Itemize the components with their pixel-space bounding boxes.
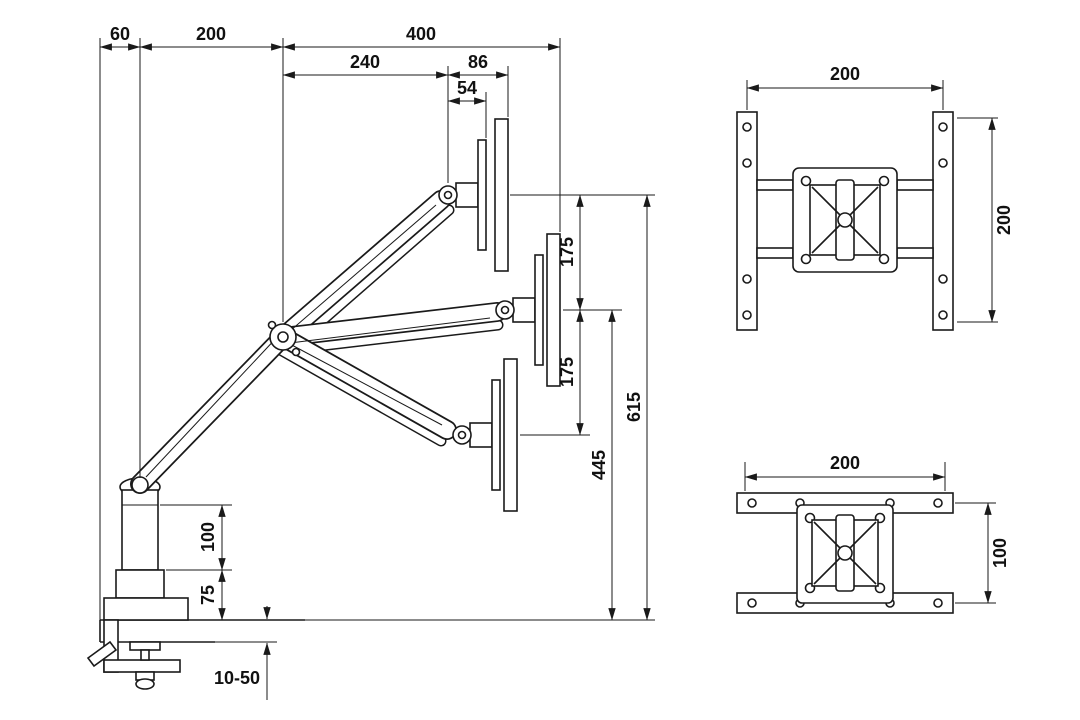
vesa-plate [534, 254, 544, 366]
dimension-175-top: 175 [557, 194, 584, 311]
dim-label-615: 615 [624, 392, 644, 422]
dimension-445: 445 [589, 309, 616, 621]
quick-release-plate [792, 167, 898, 273]
dimension-200: 200 [139, 24, 284, 51]
clamp-lever [86, 640, 118, 668]
dim-label-vesa-top-height: 200 [994, 205, 1014, 235]
dim-label-10-50: 10-50 [214, 668, 260, 688]
vesa-200x100-view: 200 100 [736, 453, 1010, 614]
screen-profile [494, 118, 509, 272]
dim-label-54: 54 [457, 78, 477, 98]
dim-label-400: 400 [406, 24, 436, 44]
dim-label-175-top: 175 [557, 237, 577, 267]
dim-label-75: 75 [198, 585, 218, 605]
dim-label-445: 445 [589, 450, 609, 480]
dimension-100: 100 [198, 504, 226, 571]
dim-label-175-bottom: 175 [557, 357, 577, 387]
screen-profile [546, 233, 561, 387]
monitor-position-top [438, 118, 509, 272]
elbow-joint [267, 320, 301, 357]
vesa-rail-right [932, 111, 954, 331]
desk-surface [99, 619, 305, 643]
desk-clamp [86, 597, 189, 690]
dim-label-240: 240 [350, 52, 380, 72]
vesa-bracket [512, 297, 536, 323]
mount-pole [115, 477, 165, 599]
dimension-615: 615 [624, 194, 651, 621]
vesa-rail-left [736, 111, 758, 331]
quick-release-plate [796, 504, 894, 604]
dimension-75: 75 [198, 569, 226, 621]
dimension-60: 60 [99, 24, 141, 51]
dimension-86: 86 [447, 52, 509, 79]
dimension-400: 400 [282, 24, 561, 51]
dimension-240: 240 [282, 52, 449, 79]
rail-holes [742, 122, 948, 320]
arm-main-members [130, 190, 507, 494]
dim-label-200: 200 [196, 24, 226, 44]
monitor-position-middle [495, 233, 561, 387]
rail-holes [747, 498, 943, 608]
dimension-10-50: 10-50 [214, 606, 271, 700]
dim-label-vesa-bottom-height: 100 [990, 538, 1010, 568]
vesa-plate [491, 379, 501, 491]
screen-profile [503, 358, 518, 512]
monitor-position-bottom [452, 358, 518, 512]
dimension-vesa-top-height: 200 [957, 117, 1014, 323]
vesa-bracket [469, 422, 493, 448]
dim-label-86: 86 [468, 52, 488, 72]
pole-top-pivot [131, 476, 149, 494]
dim-label-vesa-bottom-width: 200 [830, 453, 860, 473]
dim-label-100: 100 [198, 522, 218, 552]
vesa-200x200-view: 200 200 [736, 64, 1014, 331]
dimension-vesa-bottom-width: 200 [744, 453, 946, 491]
vesa-plate [477, 139, 487, 251]
dimension-vesa-top-width: 200 [746, 64, 944, 110]
dim-label-60: 60 [110, 24, 130, 44]
dimension-vesa-bottom-height: 100 [955, 502, 1010, 604]
dimension-54: 54 [447, 78, 487, 105]
side-view: 60 200 400 240 86 54 175 [86, 24, 655, 700]
dimension-175-bottom: 175 [557, 309, 584, 436]
dim-label-vesa-top-width: 200 [830, 64, 860, 84]
extension-lines [99, 38, 655, 643]
vesa-bracket [455, 182, 479, 208]
